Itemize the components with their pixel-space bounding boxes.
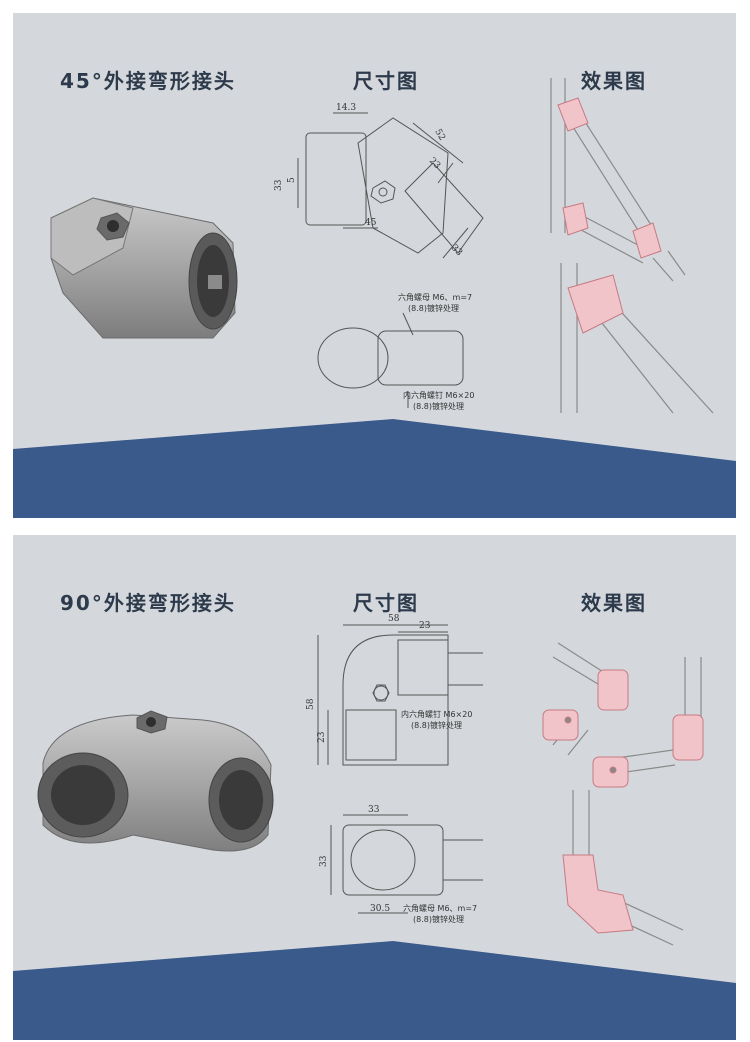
dim-label-3: 33 [274,179,284,191]
panel-45-degree: 45°外接弯形接头 尺寸图 效果图 [13,13,736,518]
dim-label-1: 58 [388,614,400,624]
blue-wave-background [13,419,736,518]
dim-label-2: 23 [419,621,431,631]
product-title: 90°外接弯形接头 [60,591,236,615]
product-photo-90 [37,710,274,852]
dim-label-5: 33 [368,805,380,815]
panel-90-degree: 90°外接弯形接头 尺寸图 效果图 [13,535,736,1040]
bolt-note-line2: (8.8)镀锌处理 [413,401,464,411]
dim-label-3: 58 [306,698,316,710]
dimension-drawing-90: 58 23 58 23 33 33 30.5 内六角螺钉 M6×20 (8.8)… [306,614,483,924]
dim-label-6: 45 [365,218,377,228]
nut-note-line2: (8.8)镀锌处理 [408,303,459,313]
dim-label-4: 5 [287,177,297,183]
dim-label-7: 30.5 [370,904,390,914]
dim-label-6: 33 [319,855,329,867]
blue-wave-background [13,941,736,1040]
effect-drawing-45 [550,78,714,414]
product-title: 45°外接弯形接头 [60,69,236,93]
effect-title: 效果图 [581,591,647,615]
effect-drawing-90 [542,642,704,946]
dim-label-2: 52 [432,128,446,143]
nut-note-line1: 六角螺母 M6、m=7 [403,903,477,913]
effect-title: 效果图 [581,69,647,93]
nut-note-line1: 六角螺母 M6、m=7 [398,292,472,302]
product-photo-45 [50,197,238,339]
bolt-note-line1: 内六角螺钉 M6×20 [401,709,472,719]
bolt-note-line1: 内六角螺钉 M6×20 [403,390,474,400]
bolt-note-line2: (8.8)镀锌处理 [411,720,462,730]
dimension-title: 尺寸图 [353,69,419,93]
dim-label-4: 23 [317,731,327,743]
dimension-title: 尺寸图 [353,591,419,615]
nut-note-line2: (8.8)镀锌处理 [413,914,464,924]
dim-label-1: 14.3 [336,103,356,113]
dimension-drawing-45: 14.3 52 33 5 23 45 33 六角螺母 M6、m=7 (8.8)镀… [274,103,484,411]
